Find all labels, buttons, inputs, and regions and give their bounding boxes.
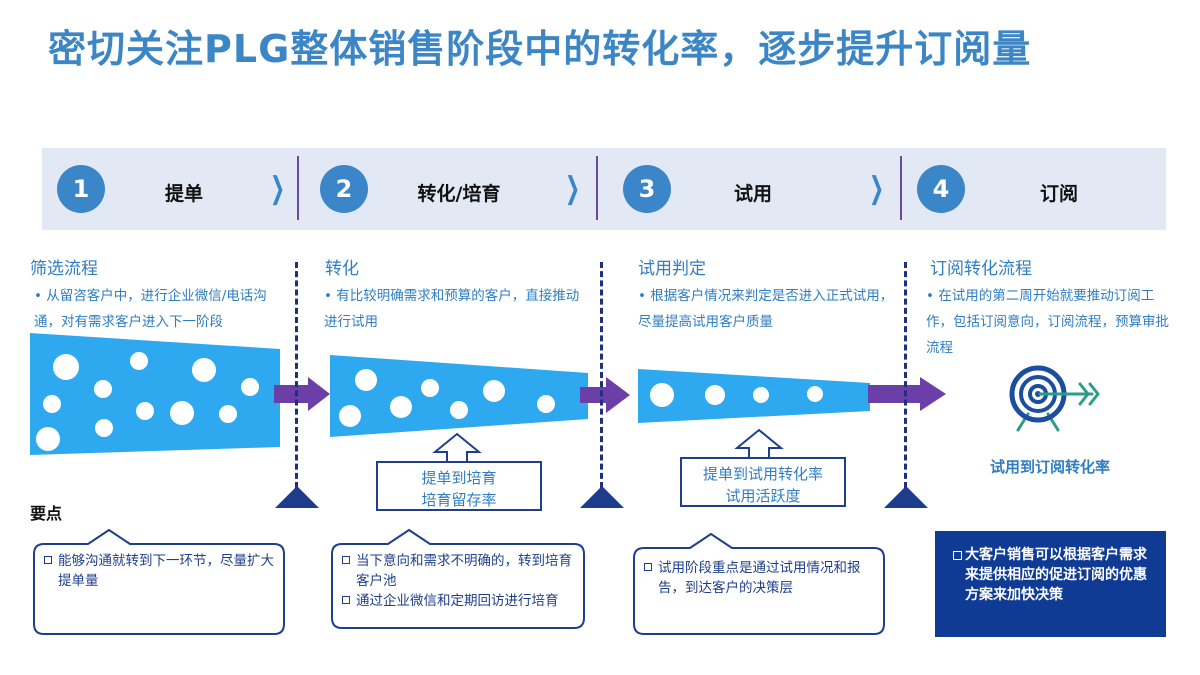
keypoint-3-list: 试用阶段重点是通过试用情况和报告，到达客户的决策层 (644, 558, 878, 598)
summary-box: 大客户销售可以根据客户需求来提供相应的促进订阅的优惠方案来加快决策 (935, 531, 1166, 637)
funnel-dot (537, 395, 555, 413)
flow-arrow (868, 385, 922, 403)
stage-3-title: 试用判定 (638, 259, 706, 279)
funnel-dot (241, 378, 259, 396)
stage-marker-triangle (884, 486, 928, 508)
metric-box-2: 提单到试用转化率 试用活跃度 (680, 457, 846, 507)
stage-1-title: 筛选流程 (30, 259, 98, 279)
keypoints-label: 要点 (30, 504, 63, 523)
stage-marker-triangle (275, 486, 319, 508)
funnel-dot (192, 358, 216, 382)
funnel-dot (650, 383, 674, 407)
target-arrow-icon (1009, 365, 1100, 432)
flow-arrow-head (308, 377, 330, 411)
funnel-dot (753, 387, 769, 403)
summary-text: 大客户销售可以根据客户需求来提供相应的促进订阅的优惠方案来加快决策 (965, 547, 1147, 603)
funnel-dot (450, 401, 468, 419)
flow-arrow-head (606, 377, 630, 413)
keypoint-callout-2 (331, 528, 585, 629)
stage-1-desc: • 从留咨客户中，进行企业微信/电话沟通，对有需求客户进入下一阶段 (34, 288, 267, 330)
checkbox-icon (644, 563, 652, 571)
step-1-number: 1 (57, 165, 105, 213)
funnel-dot (53, 354, 79, 380)
final-metric-label: 试用到订阅转化率 (989, 458, 1110, 476)
step-separator (596, 156, 598, 220)
step-band (42, 148, 1166, 230)
flow-arrow-head (920, 377, 946, 411)
checkbox-icon (342, 596, 350, 604)
funnel-dot (36, 427, 60, 451)
up-arrow-icon (432, 432, 482, 464)
stage-divider (600, 262, 603, 488)
keypoint-item: 能够沟通就转到下一环节，尽量扩大提单量 (44, 551, 276, 591)
step-1-label: 提单 (164, 183, 204, 205)
funnel-dot (483, 380, 505, 402)
stage-4-desc: • 在试用的第二周开始就要推动订阅工作，包括订阅意向，订阅流程，预算审批流程 (926, 288, 1169, 356)
funnel-dot (170, 401, 194, 425)
funnel-dot (219, 405, 237, 423)
step-separator (900, 156, 902, 220)
funnel-dot (421, 379, 439, 397)
keypoint-item: 通过企业微信和定期回访进行培育 (342, 591, 578, 611)
funnel-dot (94, 380, 112, 398)
checkbox-icon (44, 556, 52, 564)
funnel-dot (95, 419, 113, 437)
stage-4-title: 订阅转化流程 (930, 259, 1032, 279)
funnel-dot (355, 369, 377, 391)
stage-divider (904, 262, 907, 488)
funnel-dot (390, 396, 412, 418)
step-4-number: 4 (917, 165, 965, 213)
step-3-number: 3 (623, 165, 671, 213)
funnel-segment-1 (30, 333, 280, 455)
chevron-right-icon: ❯ (270, 171, 286, 206)
keypoint-item: 当下意向和需求不明确的，转到培育客户池 (342, 551, 578, 591)
step-3-label: 试用 (733, 183, 773, 205)
funnel-segment-2 (330, 355, 588, 437)
metric-1-line2: 培育留存率 (421, 491, 497, 509)
keypoint-item: 试用阶段重点是通过试用情况和报告，到达客户的决策层 (644, 558, 878, 598)
funnel-dot (136, 402, 154, 420)
checkbox-icon (342, 556, 350, 564)
funnel-graphic (30, 333, 946, 455)
funnel-dot (339, 405, 361, 427)
chevron-right-icon: ❯ (565, 171, 581, 206)
step-2-label: 转化/培育 (417, 183, 501, 205)
funnel-dot (705, 385, 725, 405)
chevron-right-icon: ❯ (869, 171, 885, 206)
page-title: 密切关注PLG整体销售阶段中的转化率，逐步提升订阅量 (48, 27, 1032, 71)
up-arrow-icon (734, 428, 784, 460)
keypoint-2-list: 当下意向和需求不明确的，转到培育客户池 通过企业微信和定期回访进行培育 (342, 551, 578, 611)
keypoint-1-list: 能够沟通就转到下一环节，尽量扩大提单量 (44, 551, 276, 591)
stage-marker-triangle (580, 486, 624, 508)
stage-divider (295, 262, 298, 488)
metric-1-line1: 提单到培育 (421, 469, 497, 487)
stage-2-desc: • 有比较明确需求和预算的客户，直接推动进行试用 (324, 288, 580, 330)
checkbox-icon (953, 551, 962, 560)
keypoint-callout-1 (33, 528, 285, 635)
step-separator (297, 156, 299, 220)
stage-2-title: 转化 (325, 259, 359, 279)
metric-2-line1: 提单到试用转化率 (702, 465, 823, 483)
step-4-label: 订阅 (1039, 183, 1079, 205)
step-2-number: 2 (320, 165, 368, 213)
stage-3-desc: • 根据客户情况来判定是否进入正式试用，尽量提高试用客户质量 (638, 288, 894, 330)
flow-arrow (274, 385, 310, 403)
metric-2-line2: 试用活跃度 (725, 487, 801, 505)
funnel-dot (807, 386, 823, 402)
funnel-dot (130, 352, 148, 370)
flow-arrow (580, 387, 610, 403)
metric-box-1: 提单到培育 培育留存率 (376, 461, 542, 511)
keypoint-callout-3 (633, 532, 885, 635)
funnel-dot (43, 395, 61, 413)
